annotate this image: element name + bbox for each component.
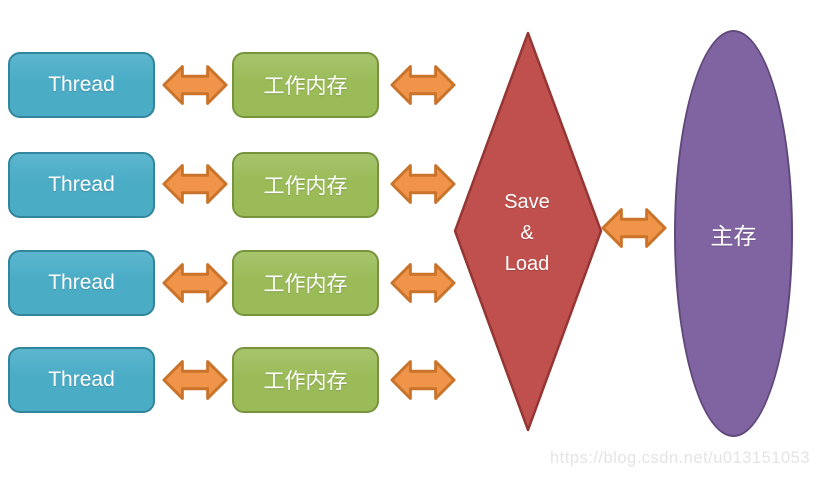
watermark-text: https://blog.csdn.net/u013151053 <box>549 449 810 467</box>
save-load-diamond <box>453 31 603 432</box>
main-memory-ellipse: 主存 <box>674 30 793 437</box>
double-arrow-icon <box>162 164 228 204</box>
save-load-line: & <box>520 222 534 244</box>
thread-box: Thread <box>8 52 155 118</box>
main-memory-label: 主存 <box>710 222 757 249</box>
double-arrow-icon <box>601 208 667 248</box>
double-arrow-icon <box>390 263 456 303</box>
working-memory-box: 工作内存 <box>232 152 379 218</box>
working-memory-box: 工作内存 <box>232 250 379 316</box>
save-load-line: Load <box>504 253 550 275</box>
working-memory-box: 工作内存 <box>232 347 379 413</box>
double-arrow-icon <box>162 360 228 400</box>
double-arrow-icon <box>390 65 456 105</box>
save-load-label: Save & Load <box>477 187 577 280</box>
thread-box: Thread <box>8 152 155 218</box>
save-load-line: Save <box>504 191 550 213</box>
double-arrow-icon <box>390 164 456 204</box>
thread-box: Thread <box>8 250 155 316</box>
double-arrow-icon <box>162 65 228 105</box>
working-memory-box: 工作内存 <box>232 52 379 118</box>
double-arrow-icon <box>162 263 228 303</box>
double-arrow-icon <box>390 360 456 400</box>
thread-box: Thread <box>8 347 155 413</box>
